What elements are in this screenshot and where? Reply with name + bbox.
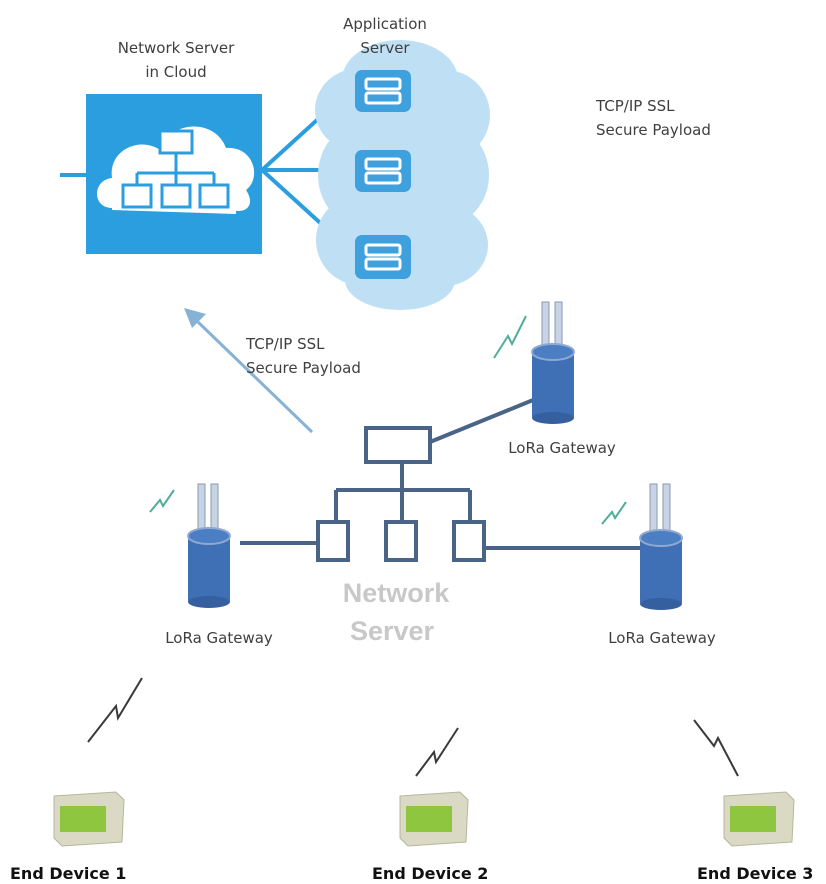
gateway-label-left: LoRa Gateway bbox=[165, 629, 273, 647]
application-server-label-line1: Application bbox=[343, 15, 427, 33]
end-device-2-label: End Device 2 bbox=[372, 864, 489, 883]
lora-gateway-icon bbox=[187, 483, 231, 608]
hierarchy-icon bbox=[121, 129, 230, 209]
end-device-1-label: End Device 1 bbox=[10, 864, 127, 883]
end-device-icon bbox=[53, 791, 125, 847]
server-icon bbox=[355, 235, 411, 279]
network-server-label-line1: Network bbox=[342, 578, 450, 608]
uplink-arrow bbox=[184, 308, 314, 434]
tcp-ssl-label-mid-line1: TCP/IP SSL bbox=[246, 335, 325, 353]
tcp-ssl-label-top-line1: TCP/IP SSL bbox=[596, 97, 675, 115]
wireless-signal-icon bbox=[87, 677, 739, 777]
server-icon bbox=[355, 70, 411, 112]
gateway-label-top-right: LoRa Gateway bbox=[508, 439, 616, 457]
network-server-label-line2: Server bbox=[349, 616, 435, 646]
tcp-ssl-label-top-line2: Secure Payload bbox=[596, 121, 711, 139]
network-server-cloud-label-line2: in Cloud bbox=[145, 63, 207, 81]
end-device-3-label: End Device 3 bbox=[697, 864, 814, 883]
gateway-label-right: LoRa Gateway bbox=[608, 629, 716, 647]
network-topology bbox=[240, 396, 640, 562]
lora-gateway-icon bbox=[531, 301, 575, 424]
end-device-icon bbox=[723, 791, 795, 847]
tcp-ssl-label-mid-line2: Secure Payload bbox=[246, 359, 361, 377]
application-server-label-line2: Server bbox=[360, 39, 410, 57]
network-server-cloud-box bbox=[86, 94, 262, 254]
server-icon bbox=[355, 150, 411, 192]
wireless-signal-icon bbox=[149, 315, 627, 525]
network-server-cloud-label-line1: Network Server bbox=[117, 39, 235, 57]
end-device-icon bbox=[399, 791, 469, 847]
lora-gateway-icon bbox=[639, 483, 683, 610]
